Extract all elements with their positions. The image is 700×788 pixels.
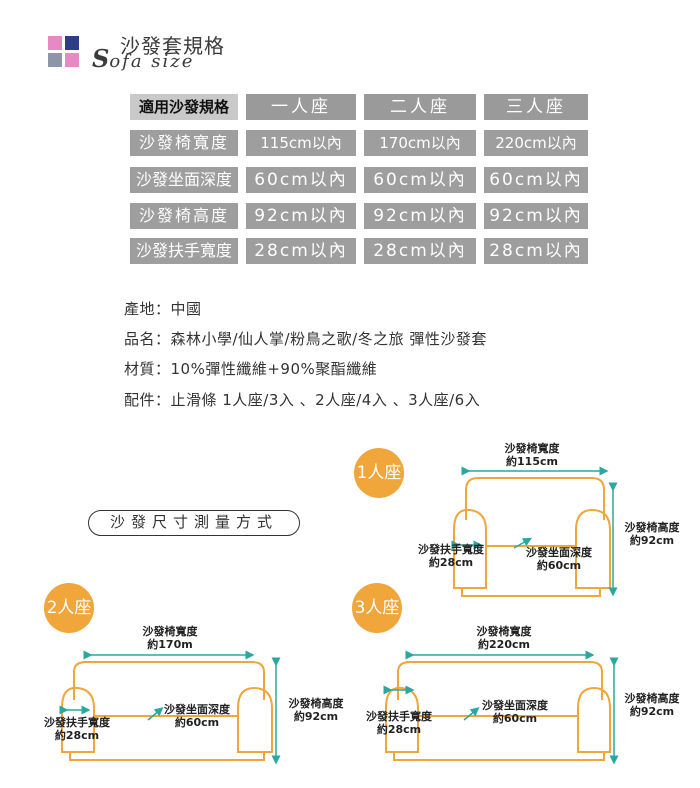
three-seat-badge: 3人座 [352,583,402,633]
table-cell: 92cm以內 [246,203,356,229]
three-arm-label: 沙發扶手寬度約28cm [366,710,432,736]
table-cell: 92cm以內 [364,203,476,229]
three-width-label: 沙發椅寬度約220cm [476,625,532,651]
three-seat-sofa-measure-lines [383,650,619,765]
table-row-label: 沙發椅寬度 [130,130,238,156]
one-width-label: 沙發椅寬度約115cm [504,442,560,468]
table-header-cell: 一人座 [246,94,356,120]
page-subtitle: Sofa size [92,44,195,73]
table-row: 沙發扶手寬度 28cm以內 28cm以內 28cm以內 [130,238,590,264]
table-row: 沙發坐面深度 60cm以內 60cm以內 60cm以內 [130,167,590,193]
page-title: 沙發套規格 [120,34,225,58]
table-header-cell: 適用沙發規格 [130,94,238,120]
table-row: 沙發椅高度 92cm以內 92cm以內 92cm以內 [130,203,590,229]
table-cell: 60cm以內 [364,167,476,193]
table-cell: 115cm以內 [246,130,356,156]
two-height-label: 沙發椅高度約92cm [288,697,344,723]
table-cell: 28cm以內 [364,238,476,264]
table-cell: 60cm以內 [246,167,356,193]
one-arm-label: 沙發扶手寬度約28cm [418,543,484,569]
table-header-cell: 三人座 [484,94,588,120]
one-seat-sofa-outline [453,477,611,597]
table-cell: 28cm以內 [246,238,356,264]
table-cell: 28cm以內 [484,238,588,264]
two-seat-sofa-measure-lines [59,650,281,765]
table-cell: 60cm以內 [484,167,588,193]
two-depth-label: 沙發坐面深度約60cm [164,703,230,729]
two-arm-label: 沙發扶手寬度約28cm [44,716,110,742]
two-seat-sofa-outline [61,661,273,761]
table-row-label: 沙發椅高度 [130,203,238,229]
two-width-label: 沙發椅寬度約170m [142,625,198,651]
one-depth-label: 沙發坐面深度約60cm [526,546,592,572]
three-depth-label: 沙發坐面深度約60cm [482,699,548,725]
material-text: 材質：10%彈性纖維+90%聚酯纖維 [124,360,378,378]
two-seat-badge: 2人座 [44,583,94,633]
table-header-cell: 二人座 [364,94,476,120]
origin-text: 產地：中國 [124,300,202,318]
table-cell: 92cm以內 [484,203,588,229]
table-row: 沙發椅寬度 115cm以內 170cm以內 220cm以內 [130,130,590,156]
table-cell: 220cm以內 [484,130,588,156]
accessories-text: 配件：止滑條 1人座/3入 、2人座/4入 、3人座/6入 [124,391,481,409]
table-row-label: 沙發扶手寬度 [130,238,238,264]
table-row-label: 沙發坐面深度 [130,167,238,193]
measure-method-title: 沙發尺寸測量方式 [88,510,300,536]
product-name-text: 品名：森林小學/仙人掌/粉鳥之歌/冬之旅 彈性沙發套 [124,330,487,348]
three-height-label: 沙發椅高度約92cm [624,692,680,718]
one-seat-badge: 1人座 [354,448,404,498]
one-height-label: 沙發椅高度約92cm [624,521,680,547]
table-header-row: 適用沙發規格 一人座 二人座 三人座 [130,94,590,120]
one-seat-sofa-measure-lines [451,466,618,597]
table-cell: 170cm以內 [364,130,476,156]
logo-squares-icon [48,36,80,68]
